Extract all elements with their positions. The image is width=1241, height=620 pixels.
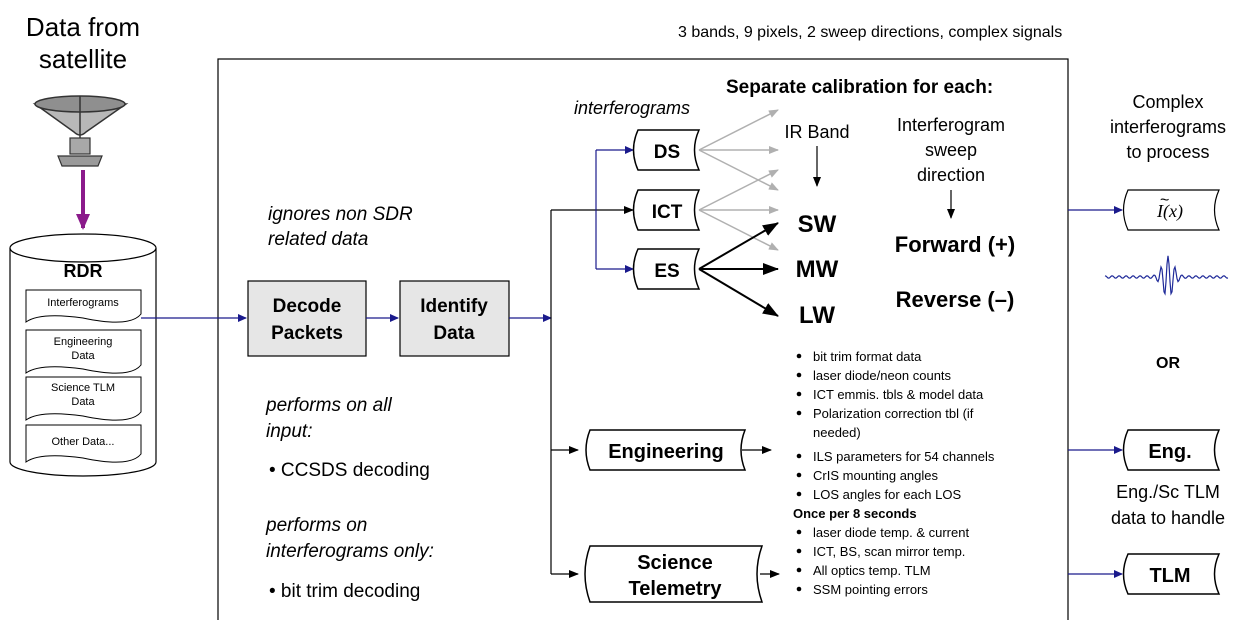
sweep-forward: Forward (+) xyxy=(895,232,1015,257)
eng-label: Eng. xyxy=(1148,441,1191,463)
top-note: 3 bands, 9 pixels, 2 sweep directions, c… xyxy=(678,24,1062,41)
complex-label: Complex xyxy=(1132,92,1203,112)
es-label: ES xyxy=(654,261,679,282)
bullet-item: All optics temp. TLM xyxy=(813,563,931,578)
note-performs-all: performs on all xyxy=(265,395,392,416)
ict-box: ICT xyxy=(632,189,701,231)
sweep-header: sweep xyxy=(925,140,977,160)
source-title-line1: Data from xyxy=(26,12,140,42)
rdr-item-engineering: Engineering Data xyxy=(25,329,142,374)
eng-note: data to handle xyxy=(1111,508,1225,528)
rdr-item-science-tlm: Science TLM Data xyxy=(25,376,142,421)
eng-output-box: Eng. xyxy=(1122,429,1221,471)
rdr-item-label: Interferograms xyxy=(47,297,119,309)
es-box: ES xyxy=(632,248,701,290)
rdr-title: RDR xyxy=(64,261,103,281)
note-ignores: related data xyxy=(268,229,368,250)
band-lw: LW xyxy=(799,302,835,329)
bullet-item: ICT, BS, scan mirror temp. xyxy=(813,544,965,559)
source-title-line2: satellite xyxy=(39,44,127,74)
or-label: OR xyxy=(1156,355,1180,372)
rdr-item-interferograms: Interferograms xyxy=(25,289,142,323)
bullet-item: CrIS mounting angles xyxy=(813,468,939,483)
bullet-item: needed) xyxy=(813,425,861,440)
science-label: Telemetry xyxy=(628,578,722,600)
decode-label: Decode xyxy=(273,296,342,317)
science-telemetry-box: Science Telemetry xyxy=(584,545,764,603)
interferograms-label: interferograms xyxy=(574,98,690,118)
rdr-item-label: Engineering xyxy=(54,336,113,348)
note-performs-all: input: xyxy=(266,421,312,442)
decode-label: Packets xyxy=(271,323,343,344)
interferogram-signal-icon xyxy=(1104,255,1229,296)
band-sw: SW xyxy=(798,211,837,238)
complex-label: to process xyxy=(1126,142,1209,162)
bullet-item: Polarization correction tbl (if xyxy=(813,406,974,421)
bullet-group2-header: Once per 8 seconds xyxy=(793,506,917,521)
identify-label: Data xyxy=(433,323,475,344)
bullet-item: laser diode temp. & current xyxy=(813,525,969,540)
sweep-header: direction xyxy=(917,165,985,185)
bullet-item: ILS parameters for 54 channels xyxy=(813,449,995,464)
bullet-item: LOS angles for each LOS xyxy=(813,487,961,502)
rdr-item-label: Data xyxy=(71,396,95,408)
rdr-item-label: Science TLM xyxy=(51,382,115,394)
eng-note: Eng./Sc TLM xyxy=(1116,482,1220,502)
science-label: Science xyxy=(637,552,713,574)
bullet-item: SSM pointing errors xyxy=(813,582,928,597)
calibration-title: Separate calibration for each: xyxy=(726,77,993,98)
identify-label: Identify xyxy=(420,296,488,317)
bullet-item: laser diode/neon counts xyxy=(813,368,952,383)
ds-box: DS xyxy=(632,129,701,171)
rdr-item-label: Other Data... xyxy=(52,436,115,448)
note-performs-ifg: interferograms only: xyxy=(266,541,434,562)
gray-band-arrows xyxy=(698,109,779,251)
tlm-label: TLM xyxy=(1149,565,1190,587)
tlm-output-box: TLM xyxy=(1122,553,1221,595)
note-ignores: ignores non SDR xyxy=(268,204,413,225)
tilde-symbol: ~ xyxy=(1160,192,1169,209)
bullet-list-group2: laser diode temp. & current ICT, BS, sca… xyxy=(796,525,969,597)
note-bittrim: • bit trim decoding xyxy=(269,581,420,602)
satellite-dish-icon xyxy=(32,95,129,167)
es-band-arrows xyxy=(698,222,779,317)
ict-label: ICT xyxy=(652,202,683,223)
ds-label: DS xyxy=(654,142,680,163)
complex-output-box: ~ I(x) xyxy=(1122,189,1220,231)
bullet-item: bit trim format data xyxy=(813,349,922,364)
decode-packets-box xyxy=(247,280,367,357)
main-frame xyxy=(217,58,1069,620)
identify-data-box xyxy=(399,280,510,357)
note-performs-ifg: performs on xyxy=(265,515,367,536)
band-mw: MW xyxy=(796,256,839,283)
bullet-list-group1: bit trim format data laser diode/neon co… xyxy=(796,349,995,502)
band-header: IR Band xyxy=(784,122,849,142)
bullet-item: ICT emmis. tbls & model data xyxy=(813,387,984,402)
rdr-item-other: Other Data... xyxy=(25,424,142,463)
rdr-item-label: Data xyxy=(71,350,95,362)
sweep-reverse: Reverse (–) xyxy=(896,287,1015,312)
formula-label: I(x) xyxy=(1156,201,1183,222)
note-ccsds: • CCSDS decoding xyxy=(269,460,430,481)
complex-label: interferograms xyxy=(1110,117,1226,137)
engineering-label: Engineering xyxy=(608,441,724,463)
sweep-header: Interferogram xyxy=(897,115,1005,135)
engineering-box: Engineering xyxy=(585,429,747,471)
